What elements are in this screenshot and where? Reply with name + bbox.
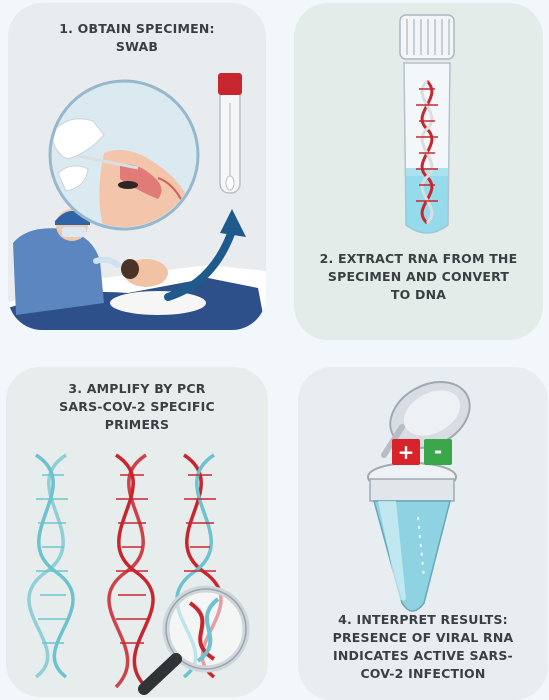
step-1-panel: 1. OBTAIN SPECIMEN: SWAB [8, 3, 266, 330]
swab-tube [218, 73, 242, 193]
step-3-caption-line: PRIMERS [6, 416, 268, 434]
step-2-caption-line: SPECIMEN AND CONVERT [294, 268, 543, 286]
health-worker [13, 228, 104, 315]
dna-strand-blue [29, 455, 73, 677]
step-4-caption-line: INDICATES ACTIVE SARS- [298, 647, 548, 665]
step-2-caption: 2. EXTRACT RNA FROM THE SPECIMEN AND CON… [294, 250, 543, 304]
step-4-caption-line: 4. INTERPRET RESULTS: [298, 611, 548, 629]
step-4-caption-line: COV-2 INFECTION [298, 665, 548, 683]
dna-strand-red [109, 455, 153, 687]
negative-sign-icon: - [434, 439, 442, 463]
step-1-caption-line: SWAB [8, 38, 266, 56]
magnifying-glass-icon [144, 589, 246, 689]
step-1-caption: 1. OBTAIN SPECIMEN: SWAB [8, 20, 266, 56]
step-2-caption-line: TO DNA [294, 286, 543, 304]
step-3-caption-line: 3. AMPLIFY BY PCR [6, 380, 268, 398]
step-2-caption-line: 2. EXTRACT RNA FROM THE [294, 250, 543, 268]
step-4-caption: 4. INTERPRET RESULTS: PRESENCE OF VIRAL … [298, 611, 548, 683]
step-1-caption-line: 1. OBTAIN SPECIMEN: [8, 20, 266, 38]
step-3-caption: 3. AMPLIFY BY PCR SARS-COV-2 SPECIFIC PR… [6, 380, 268, 434]
positive-sign-icon: + [398, 440, 415, 464]
step-3-panel: 3. AMPLIFY BY PCR SARS-COV-2 SPECIFIC PR… [6, 367, 268, 697]
step-4-caption-line: PRESENCE OF VIRAL RNA [298, 629, 548, 647]
tube-cap [400, 15, 454, 59]
step-2-panel: 2. EXTRACT RNA FROM THE SPECIMEN AND CON… [294, 3, 543, 340]
step-4-panel: + - 4. INTERPRET RESULTS: PRESENCE OF VI… [298, 367, 548, 700]
step-3-caption-line: SARS-COV-2 SPECIFIC [6, 398, 268, 416]
